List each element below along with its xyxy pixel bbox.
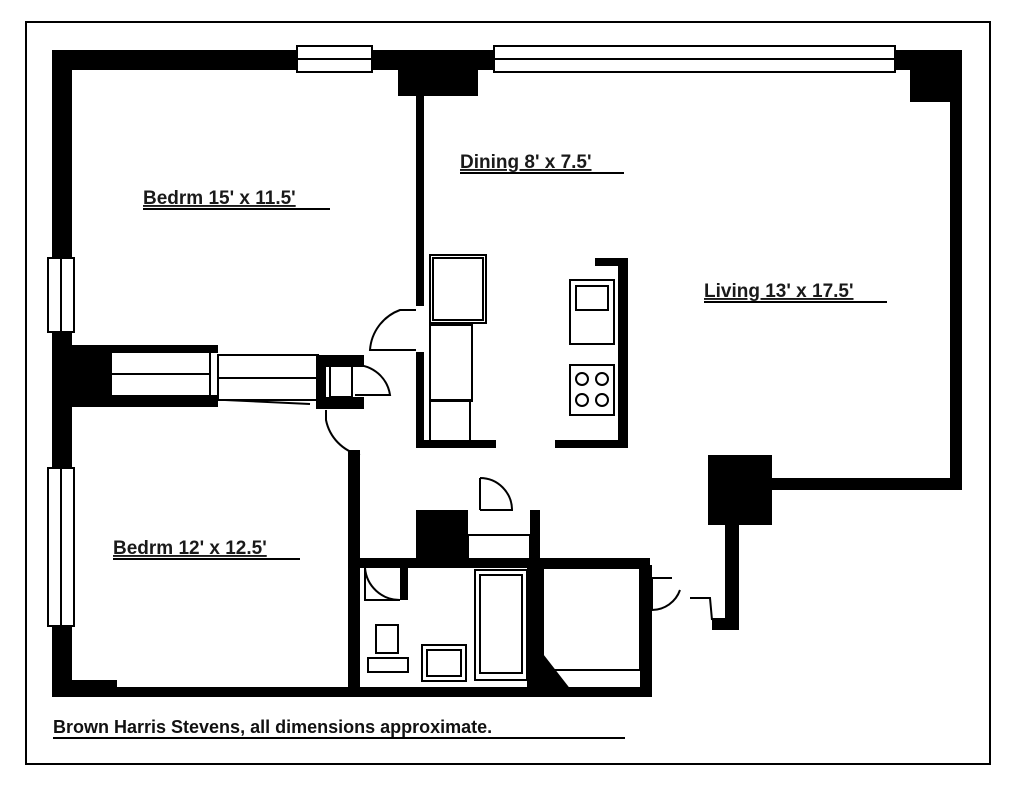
toilet	[375, 624, 399, 654]
vanity	[421, 644, 467, 682]
room-labels: Bedrm 15' x 11.5' Dining 8' x 7.5' Livin…	[113, 152, 854, 559]
fixtures	[367, 254, 641, 682]
bathtub	[474, 569, 528, 681]
stove	[569, 364, 615, 416]
bedroom-2-label: Bedrm 12' x 12.5'	[113, 538, 267, 559]
sink	[569, 279, 615, 345]
frame-border	[25, 21, 991, 765]
dining-label: Dining 8' x 7.5'	[460, 152, 592, 173]
windows	[47, 45, 896, 627]
label-underlines	[113, 172, 887, 560]
bedroom-1-label: Bedrm 15' x 11.5'	[143, 188, 296, 209]
closets	[109, 347, 353, 405]
walls	[52, 50, 962, 697]
refrigerator	[429, 254, 487, 324]
caption-text: Brown Harris Stevens, all dimensions app…	[53, 717, 492, 737]
doors	[325, 309, 713, 621]
living-label: Living 13' x 17.5'	[704, 281, 854, 302]
